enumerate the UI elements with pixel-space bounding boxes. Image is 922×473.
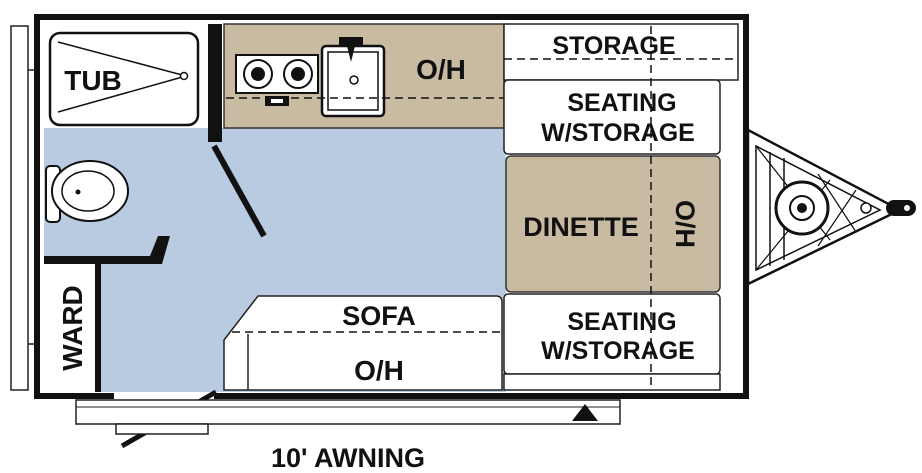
toilet	[45, 160, 129, 223]
dinette-overhead-label: O/H	[670, 200, 700, 248]
kitchen-overhead-label: O/H	[416, 54, 466, 85]
sofa	[223, 295, 503, 391]
sofa-overhead-label: O/H	[354, 355, 404, 386]
awning-arrow-icon	[572, 404, 598, 421]
seating-storage-top-line2: W/STORAGE	[541, 119, 695, 147]
seating-storage-top	[503, 79, 721, 155]
tub-drain	[179, 71, 189, 81]
outer-wall	[34, 14, 749, 399]
sofa-label: SOFA	[342, 301, 416, 331]
storage-cabinet	[503, 23, 739, 81]
tub-label: TUB	[64, 65, 122, 96]
storage-label: STORAGE	[552, 32, 675, 60]
seating-storage-bottom-base	[503, 373, 721, 391]
seating-storage-bottom-line1: SEATING	[567, 308, 676, 336]
bath-divider-wall	[208, 24, 222, 142]
wardrobe-label: WARD	[57, 285, 88, 371]
awning-label: 10' AWNING	[271, 443, 425, 473]
hitch-coupler	[860, 200, 916, 216]
propane-tank	[774, 180, 830, 236]
left-trim	[10, 25, 29, 391]
dinette-label: DINETTE	[523, 212, 639, 242]
seating-storage-bottom-line2: W/STORAGE	[541, 337, 695, 365]
sink	[320, 37, 386, 118]
wardrobe-wall	[44, 236, 170, 264]
awning	[75, 399, 621, 425]
wardrobe	[44, 264, 95, 392]
stove	[235, 54, 319, 106]
bathroom-door	[211, 144, 267, 238]
awning-step	[115, 423, 209, 435]
seating-storage-top-line1: SEATING	[567, 89, 676, 117]
wardrobe-side-wall	[95, 262, 101, 392]
dinette-table	[505, 155, 721, 293]
tub	[48, 31, 200, 127]
entry-door-opening	[114, 392, 214, 400]
